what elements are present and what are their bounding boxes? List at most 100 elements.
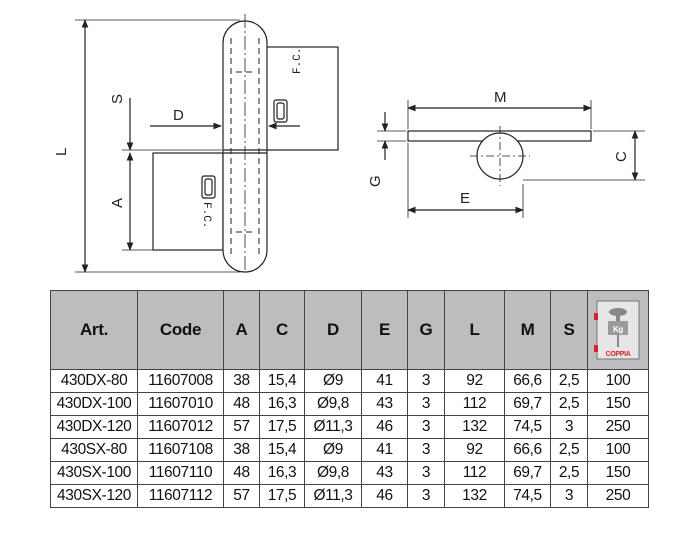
hinge-front-view — [75, 14, 339, 273]
table-cell: 150 — [587, 461, 649, 485]
table-cell: 100 — [587, 438, 649, 462]
col-header: G — [407, 290, 445, 370]
load-icon-kg: Kg — [613, 325, 623, 334]
table-cell: 11607112 — [137, 484, 224, 508]
col-header: Art. — [50, 290, 138, 370]
table-cell: 430DX-80 — [50, 369, 138, 393]
table-cell: 11607010 — [137, 392, 224, 416]
table-cell: 57 — [223, 415, 260, 439]
table-cell: 69,7 — [504, 461, 551, 485]
table-header-row: Art. Code A C D E G L M S Kg — [50, 290, 649, 370]
col-header: A — [223, 290, 260, 370]
table-cell: 132 — [444, 415, 505, 439]
table-cell: 38 — [223, 438, 260, 462]
table-cell: 43 — [361, 392, 408, 416]
table-cell: 57 — [223, 484, 260, 508]
table-cell: 15,4 — [259, 438, 305, 462]
table-cell: 112 — [444, 392, 505, 416]
hinge-top-view — [377, 100, 645, 218]
table-cell: 3 — [407, 484, 445, 508]
table-cell: 66,6 — [504, 438, 551, 462]
spec-table: Art. Code A C D E G L M S Kg — [50, 290, 649, 508]
table-cell: 3 — [550, 484, 588, 508]
table-cell: Ø9,8 — [304, 461, 362, 485]
load-icon-label: COPPIA — [605, 351, 630, 358]
table-cell: 430SX-100 — [50, 461, 138, 485]
table-cell: 3 — [407, 461, 445, 485]
table-cell: 16,3 — [259, 461, 305, 485]
table-cell: 112 — [444, 461, 505, 485]
col-header: S — [550, 290, 588, 370]
table-cell: 46 — [361, 484, 408, 508]
col-header: C — [259, 290, 305, 370]
table-cell: 48 — [223, 392, 260, 416]
table-cell: 69,7 — [504, 392, 551, 416]
table-cell: 92 — [444, 369, 505, 393]
table-cell: Ø9 — [304, 438, 362, 462]
dim-label-M: M — [494, 89, 507, 106]
table-cell: 92 — [444, 438, 505, 462]
dim-label-L: L — [53, 148, 70, 156]
table-cell: 2,5 — [550, 461, 588, 485]
table-cell: 74,5 — [504, 484, 551, 508]
table-cell: 430SX-120 — [50, 484, 138, 508]
table-cell: 100 — [587, 369, 649, 393]
table-cell: 11607012 — [137, 415, 224, 439]
table-cell: 430DX-120 — [50, 415, 138, 439]
table-cell: 46 — [361, 415, 408, 439]
col-header: E — [361, 290, 408, 370]
dim-label-A: A — [109, 198, 126, 208]
col-header: M — [504, 290, 551, 370]
table-cell: 3 — [407, 392, 445, 416]
table-cell: 11607108 — [137, 438, 224, 462]
table-cell: 48 — [223, 461, 260, 485]
dim-label-G: G — [367, 175, 384, 187]
dim-label-E: E — [460, 190, 470, 207]
table-cell: Ø11,3 — [304, 415, 362, 439]
table-cell: 16,3 — [259, 392, 305, 416]
col-header: L — [444, 290, 505, 370]
top-view-barrel — [476, 132, 524, 180]
col-header-load: Kg COPPIA — [587, 290, 649, 370]
table-cell: 11607110 — [137, 461, 224, 485]
table-cell: 2,5 — [550, 438, 588, 462]
dim-label-D: D — [173, 107, 184, 124]
table-cell: 430DX-100 — [50, 392, 138, 416]
technical-drawings: L S A D F.C. F.C. — [53, 14, 645, 273]
table-cell: 15,4 — [259, 369, 305, 393]
table-cell: 3 — [407, 438, 445, 462]
table-cell: 41 — [361, 369, 408, 393]
table-cell: 2,5 — [550, 369, 588, 393]
table-cell: 150 — [587, 392, 649, 416]
table-cell: 11607008 — [137, 369, 224, 393]
table-cell: 3 — [407, 415, 445, 439]
table-cell: 17,5 — [259, 484, 305, 508]
dim-label-C: C — [613, 151, 630, 162]
table-cell: 430SX-80 — [50, 438, 138, 462]
table-cell: 66,6 — [504, 369, 551, 393]
table-cell: 132 — [444, 484, 505, 508]
table-cell: 2,5 — [550, 392, 588, 416]
table-cell: 3 — [407, 369, 445, 393]
table-cell: Ø11,3 — [304, 484, 362, 508]
fc-label-upper: F.C. — [292, 48, 304, 74]
fc-label-lower: F.C. — [200, 202, 212, 228]
table-cell: Ø9 — [304, 369, 362, 393]
table-cell: 250 — [587, 484, 649, 508]
load-weight-icon: Kg COPPIA — [593, 299, 643, 361]
col-header: Code — [137, 290, 224, 370]
table-cell: 41 — [361, 438, 408, 462]
table-cell: 74,5 — [504, 415, 551, 439]
table-cell: 43 — [361, 461, 408, 485]
hinge-drawing-svg: L S A D F.C. F.C. — [53, 14, 645, 273]
table-cell: 17,5 — [259, 415, 305, 439]
table-cell: 38 — [223, 369, 260, 393]
table-cell: 3 — [550, 415, 588, 439]
dim-label-S: S — [109, 94, 126, 104]
